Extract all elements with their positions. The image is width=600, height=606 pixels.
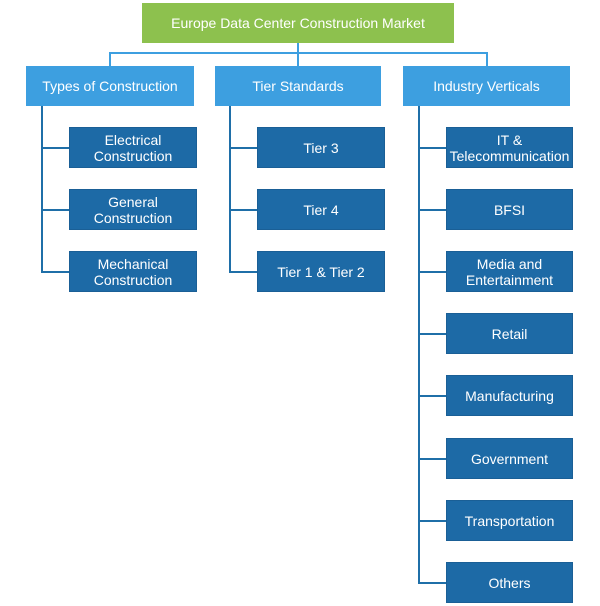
category-connector-1 xyxy=(109,52,111,66)
category-1-branch-1 xyxy=(41,147,69,149)
category-connector-2 xyxy=(297,52,299,66)
leaf-retail: Retail xyxy=(446,313,573,354)
category-3-branch-8 xyxy=(418,582,446,584)
root-node: Europe Data Center Construction Market xyxy=(142,3,454,43)
leaf-tier-3: Tier 3 xyxy=(257,127,385,168)
category-3-trunk xyxy=(418,106,420,583)
leaf-government: Government xyxy=(446,438,573,479)
leaf-manufacturing: Manufacturing xyxy=(446,375,573,416)
leaf-others: Others xyxy=(446,562,573,603)
leaf-general-construction: General Construction xyxy=(69,189,197,230)
category-types-of-construction: Types of Construction xyxy=(26,66,194,106)
leaf-media-and-entertainment: Media and Entertainment xyxy=(446,251,573,292)
category-1-branch-3 xyxy=(41,271,69,273)
leaf-tier-1-and-tier-2: Tier 1 & Tier 2 xyxy=(257,251,385,292)
leaf-mechanical-construction: Mechanical Construction xyxy=(69,251,197,292)
leaf-transportation: Transportation xyxy=(446,500,573,541)
category-tier-standards: Tier Standards xyxy=(215,66,381,106)
category-3-branch-7 xyxy=(418,520,446,522)
leaf-bfsi: BFSI xyxy=(446,189,573,230)
category-3-branch-3 xyxy=(418,271,446,273)
category-2-branch-2 xyxy=(229,209,257,211)
category-2-branch-1 xyxy=(229,147,257,149)
leaf-electrical-construction: Electrical Construction xyxy=(69,127,197,168)
leaf-tier-4: Tier 4 xyxy=(257,189,385,230)
category-1-trunk xyxy=(41,106,43,272)
category-2-trunk xyxy=(229,106,231,272)
category-connector-3 xyxy=(486,52,488,66)
leaf-it-and-telecommunication: IT & Telecommunication xyxy=(446,127,573,168)
category-industry-verticals: Industry Verticals xyxy=(403,66,570,106)
category-3-branch-2 xyxy=(418,209,446,211)
category-2-branch-3 xyxy=(229,271,257,273)
category-3-branch-4 xyxy=(418,333,446,335)
root-connector-vertical xyxy=(297,43,299,53)
category-3-branch-6 xyxy=(418,458,446,460)
category-1-branch-2 xyxy=(41,209,69,211)
category-3-branch-1 xyxy=(418,147,446,149)
category-3-branch-5 xyxy=(418,395,446,397)
